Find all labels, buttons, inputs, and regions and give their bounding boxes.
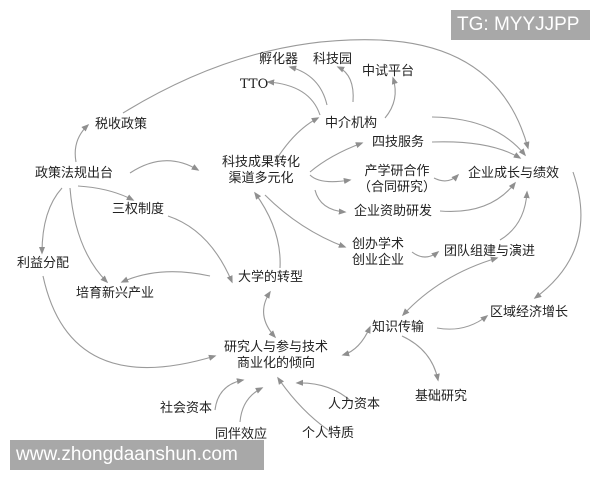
node-team: 团队组建与演进 (444, 244, 536, 259)
arrows (38, 39, 582, 431)
node-tto: TTO (240, 77, 269, 92)
node-knowledge: 知识传输 (372, 320, 425, 335)
node-human-capital: 人力资本 (328, 397, 381, 412)
node-social-capital: 社会资本 (160, 401, 213, 416)
node-tax: 税收政策 (95, 117, 148, 132)
node-basic-research: 基础研究 (415, 389, 468, 404)
node-spinoff: 创办学术 创业企业 (352, 237, 405, 268)
node-intermediary: 中介机构 (325, 116, 378, 131)
node-pilot: 中试平台 (362, 64, 415, 79)
node-new-industry: 培育新兴产业 (76, 286, 155, 301)
node-tendency: 研究人与参与技术 商业化的倾向 (224, 340, 329, 371)
watermark-top-right: TG: MYYJJPP (451, 10, 590, 40)
node-univ-transform: 大学的转型 (238, 270, 304, 285)
node-four-tech: 四技服务 (372, 135, 425, 150)
node-regional: 区域经济增长 (490, 305, 569, 320)
node-personal-traits: 个人特质 (302, 426, 355, 441)
node-peer-effect: 同伴效应 (215, 427, 268, 442)
node-three-rights: 三权制度 (112, 202, 165, 217)
node-growth: 企业成长与绩效 (468, 166, 560, 181)
node-policy: 政策法规出台 (35, 166, 114, 181)
node-iur: 产学研合作 （合同研究） (358, 164, 437, 195)
node-funded-rd: 企业资助研发 (354, 204, 433, 219)
node-channels: 科技成果转化 渠道多元化 (222, 155, 301, 186)
node-sci-park: 科技园 (313, 52, 353, 67)
node-benefit: 利益分配 (17, 256, 70, 271)
node-incubator: 孵化器 (259, 52, 299, 67)
watermark-bottom-left: www.zhongdaanshun.com (10, 440, 264, 470)
